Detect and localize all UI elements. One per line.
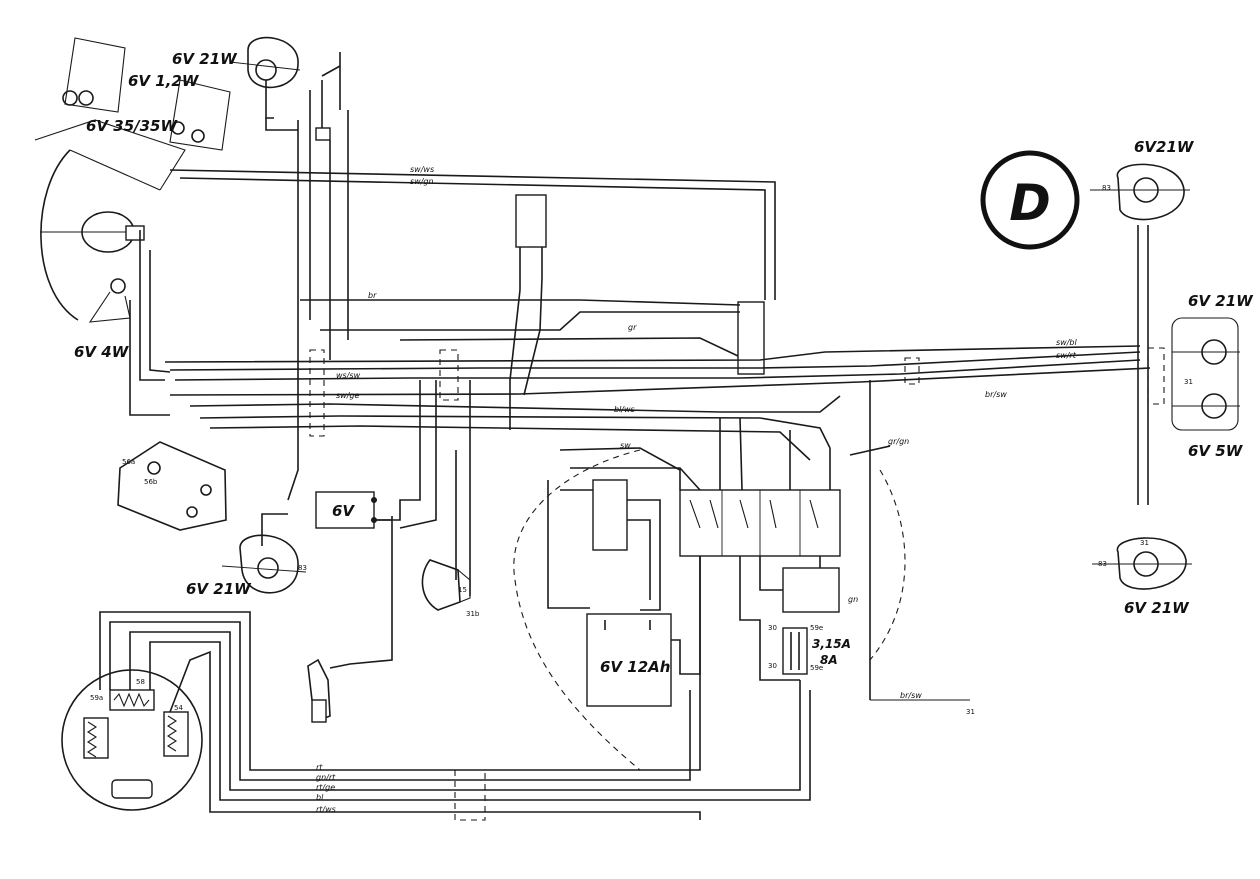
region-badge: D bbox=[980, 150, 1080, 250]
terminal-83-upper: 83 bbox=[1102, 184, 1111, 192]
horn bbox=[421, 559, 471, 611]
terminal-labels: 31 31 31 31b 83 83 83 30 30 15 59e 59e 5… bbox=[90, 184, 1193, 716]
label-fuse-1: 3,15A bbox=[812, 637, 851, 651]
label-rear-stop: 6V 5W bbox=[1188, 442, 1244, 460]
terminal-56a: 56a bbox=[122, 458, 135, 466]
label-parking-lamp: 6V 1,2W bbox=[128, 72, 200, 90]
rear-light-assembly bbox=[1171, 317, 1240, 431]
terminal-54: 54 bbox=[174, 704, 183, 712]
wire-label-sw-gn: sw/gn bbox=[410, 177, 434, 186]
wire-label-gr-gn: gr/gn bbox=[888, 437, 909, 446]
wire-label-br: br bbox=[368, 291, 377, 300]
wire-label-br-sw-lower: br/sw bbox=[900, 691, 922, 700]
label-speedo-lamp: 6V 4W bbox=[74, 343, 130, 361]
label-rear-turn-lower: 6V 21W bbox=[1124, 599, 1190, 617]
front-turn-signal-top bbox=[229, 36, 301, 119]
battery bbox=[586, 613, 672, 707]
wire-label-br-sw: br/sw bbox=[985, 390, 1007, 399]
terminal-31-bottom: 31 bbox=[966, 708, 975, 716]
harness bbox=[99, 90, 1165, 821]
front-turn-signal-bottom bbox=[221, 513, 307, 594]
label-ignition-coil: 6V bbox=[332, 502, 355, 520]
rear-turn-upper bbox=[1090, 163, 1190, 221]
wire-label-sw: sw bbox=[620, 441, 631, 450]
label-rear-tail: 6V 21W bbox=[1188, 292, 1254, 310]
label-front-turn-bottom: 6V 21W bbox=[186, 580, 252, 598]
fuse-block bbox=[782, 627, 808, 675]
terminal-59e-a: 59e bbox=[810, 624, 823, 632]
region-badge-letter: D bbox=[1009, 174, 1051, 232]
wire-label-gr: gr bbox=[628, 323, 637, 332]
wire-label-bl: bl bbox=[316, 793, 324, 802]
terminal-56b: 56b bbox=[144, 478, 158, 486]
wire-label-gn: gn bbox=[848, 595, 858, 604]
terminal-59e-b: 59e bbox=[810, 664, 823, 672]
wire-label-sw-bl: sw/bl bbox=[1056, 338, 1077, 347]
terminal-59a: 59a bbox=[90, 694, 103, 702]
terminal-83-front: 83 bbox=[298, 564, 307, 572]
label-headlamp: 6V 35/35W bbox=[86, 117, 178, 135]
terminal-15: 15 bbox=[458, 586, 467, 594]
generator bbox=[61, 669, 203, 811]
wire-label-rt-ws: rt/ws bbox=[316, 805, 336, 814]
wire-label-bl-ws: bl/ws bbox=[614, 405, 635, 414]
terminal-83-lower: 83 bbox=[1098, 560, 1107, 568]
terminal-30-b: 30 bbox=[768, 662, 777, 670]
switch-top bbox=[315, 52, 341, 141]
label-front-turn-top: 6V 21W bbox=[172, 50, 238, 68]
terminal-58: 58 bbox=[136, 678, 145, 686]
handlebar-switch bbox=[117, 441, 227, 531]
relay-cluster bbox=[592, 301, 841, 613]
rear-turn-lower bbox=[1092, 537, 1192, 590]
terminal-30-a: 30 bbox=[768, 624, 777, 632]
wire-label-gn-rt: gn/rt bbox=[316, 773, 336, 782]
label-battery: 6V 12Ah bbox=[600, 658, 670, 676]
label-rear-turn-upper: 6V21W bbox=[1134, 138, 1195, 156]
wire-label-sw-rt: sw/rt bbox=[1056, 351, 1077, 360]
wire-label-rt: rt bbox=[316, 763, 323, 772]
wire-label-rt-ge: rt/ge bbox=[316, 783, 335, 792]
terminal-31b: 31b bbox=[466, 610, 480, 618]
terminal-31-lower: 31 bbox=[1140, 539, 1149, 547]
headlamp-assembly bbox=[34, 37, 231, 323]
wire-label-sw-ws: sw/ws bbox=[410, 165, 434, 174]
terminal-31: 31 bbox=[1184, 378, 1193, 386]
regulator-box bbox=[515, 194, 547, 290]
ignition-coil bbox=[307, 491, 393, 723]
wire-label-sw-ge: sw/ge bbox=[336, 391, 359, 400]
label-fuse-2: 8A bbox=[820, 653, 838, 667]
wire-labels: sw/ws sw/gn br gr sw/bl sw/rt br/sw ws/s… bbox=[316, 165, 1077, 814]
wire-label-ws-sw: ws/sw bbox=[336, 371, 361, 380]
